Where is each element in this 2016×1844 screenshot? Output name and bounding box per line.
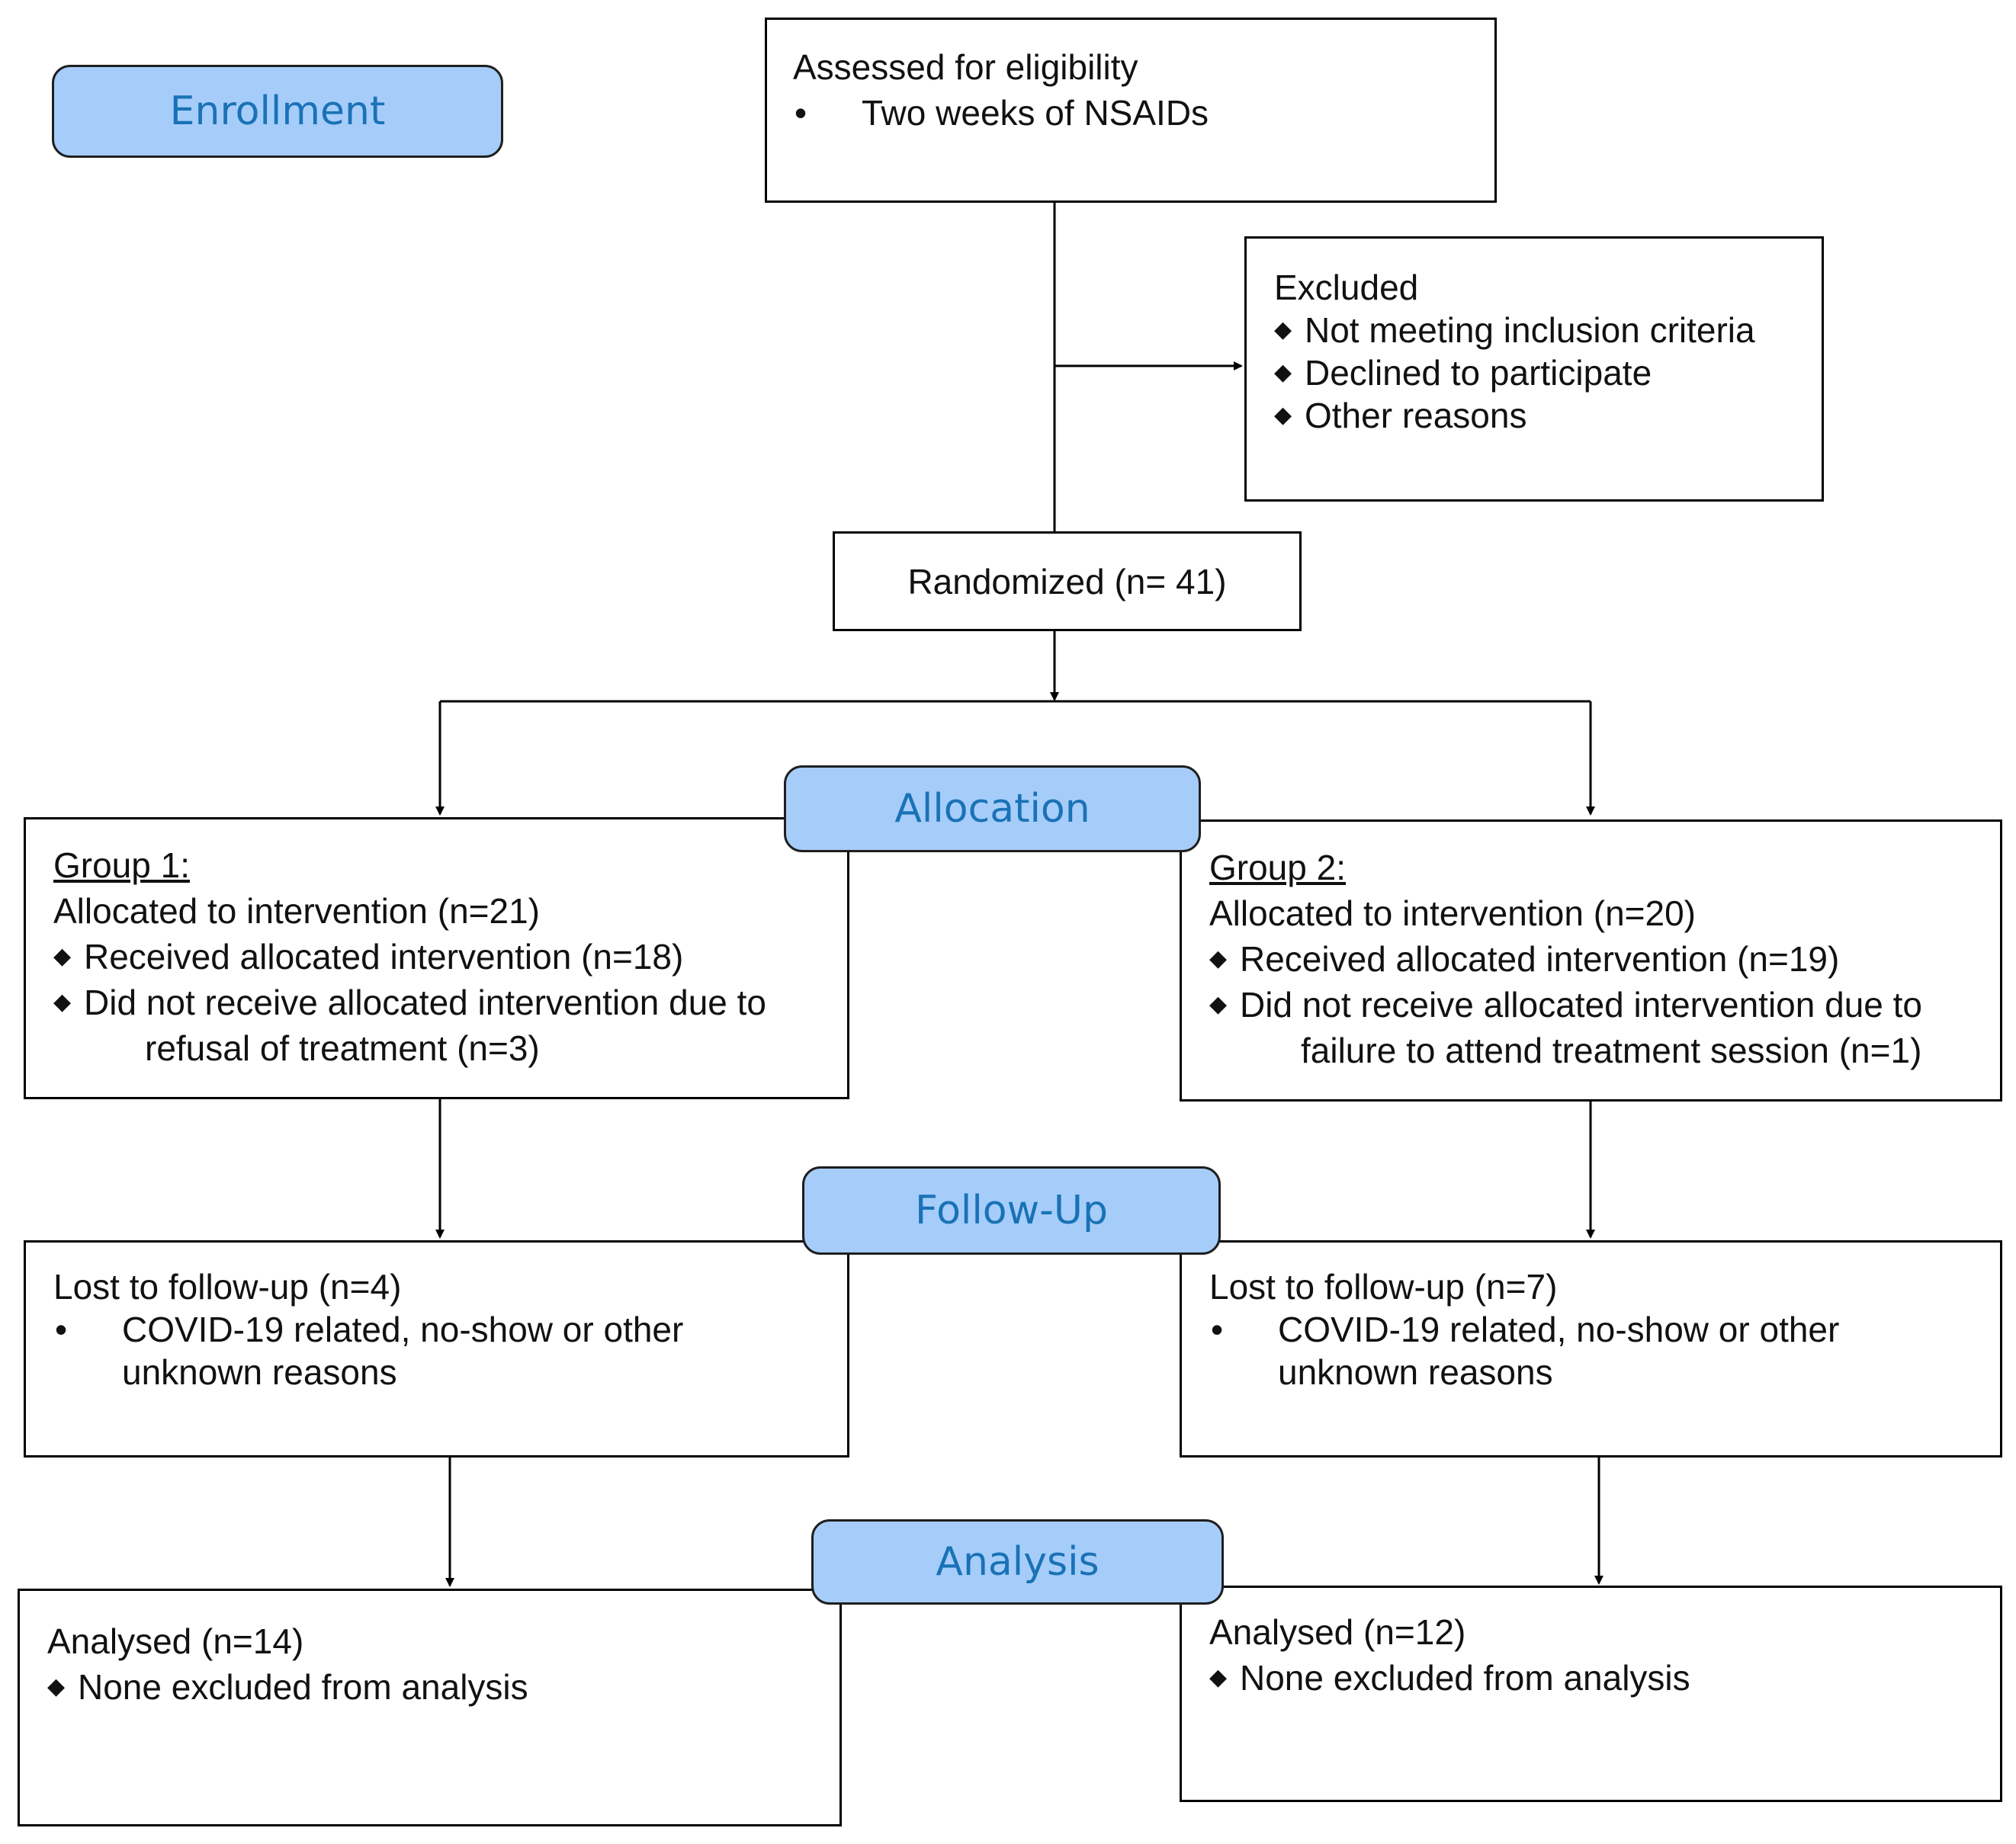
bullet-diamond-icon: ◆ [1209, 946, 1228, 971]
group1-received-text: Received allocated intervention (n=18) [84, 937, 684, 977]
group1-analysed: Analysed (n=14) [47, 1621, 304, 1661]
assessed-item: • Two weeks of NSAIDs [793, 90, 1494, 136]
group2-lost: Lost to follow-up (n=7) [1209, 1267, 1558, 1307]
bullet-dot-icon: • [55, 1310, 68, 1349]
group1-allocation-box: Group 1: Allocated to intervention (n=21… [24, 817, 849, 1099]
bullet-dot-icon: • [1211, 1310, 1224, 1349]
group1-not-received-cont: refusal of treatment (n=3) [145, 1028, 540, 1068]
group2-analysed-note-text: None excluded from analysis [1240, 1658, 1690, 1698]
group1-title: Group 1: [53, 845, 190, 885]
excluded-item-text: Declined to participate [1305, 353, 1652, 393]
bullet-diamond-icon: ◆ [1274, 360, 1292, 385]
group2-allocation-box: Group 2: Allocated to intervention (n=20… [1180, 819, 2002, 1102]
group1-lost: Lost to follow-up (n=4) [53, 1267, 402, 1307]
group2-received-item: ◆ Received allocated intervention (n=19) [1209, 936, 2000, 982]
randomized-box: Randomized (n= 41) [833, 531, 1302, 631]
group2-lost-reason: • COVID-19 related, no-show or other [1209, 1308, 2000, 1351]
group2-followup-box: Lost to follow-up (n=7) • COVID-19 relat… [1180, 1240, 2002, 1458]
stage-allocation-label: Allocation [894, 786, 1090, 832]
excluded-item-text: Not meeting inclusion criteria [1305, 310, 1755, 350]
group1-analysed-note: ◆ None excluded from analysis [47, 1664, 839, 1710]
excluded-item-text: Other reasons [1305, 396, 1527, 435]
group1-lost-reason: • COVID-19 related, no-show or other [53, 1308, 847, 1351]
group1-followup-box: Lost to follow-up (n=4) • COVID-19 relat… [24, 1240, 849, 1458]
group1-lost-reason-cont: unknown reasons [122, 1352, 397, 1392]
stage-enrollment: Enrollment [52, 65, 503, 158]
assessed-item-text: Two weeks of NSAIDs [862, 93, 1209, 133]
group2-not-received-item: ◆ Did not receive allocated intervention… [1209, 982, 2000, 1028]
group2-lost-reason-text: COVID-19 related, no-show or other [1278, 1310, 1840, 1349]
bullet-diamond-icon: ◆ [47, 1674, 66, 1699]
stage-allocation: Allocation [784, 765, 1201, 852]
assessed-box: Assessed for eligibility • Two weeks of … [765, 18, 1497, 203]
assessed-title: Assessed for eligibility [793, 47, 1138, 87]
excluded-item: ◆ Declined to participate [1274, 351, 1822, 394]
bullet-dot-icon: • [795, 93, 807, 133]
group2-lost-reason-cont: unknown reasons [1278, 1352, 1553, 1392]
randomized-label: Randomized (n= 41) [907, 561, 1227, 601]
group1-received-item: ◆ Received allocated intervention (n=18) [53, 934, 847, 980]
stage-analysis: Analysis [811, 1519, 1224, 1605]
group2-not-received-text: Did not receive allocated intervention d… [1240, 985, 1923, 1025]
excluded-title: Excluded [1274, 268, 1419, 307]
bullet-diamond-icon: ◆ [53, 989, 72, 1015]
group1-analysis-box: Analysed (n=14) ◆ None excluded from ana… [18, 1589, 842, 1826]
group2-analysis-box: Analysed (n=12) ◆ None excluded from ana… [1180, 1586, 2002, 1802]
stage-analysis-label: Analysis [936, 1539, 1099, 1585]
bullet-diamond-icon: ◆ [1209, 1665, 1228, 1690]
stage-followup: Follow-Up [802, 1166, 1221, 1255]
group1-allocated: Allocated to intervention (n=21) [53, 891, 541, 931]
group1-analysed-note-text: None excluded from analysis [78, 1667, 528, 1707]
group2-analysed: Analysed (n=12) [1209, 1612, 1466, 1652]
group1-not-received-text: Did not receive allocated intervention d… [84, 983, 767, 1022]
group1-lost-reason-text: COVID-19 related, no-show or other [122, 1310, 684, 1349]
group1-not-received-item: ◆ Did not receive allocated intervention… [53, 980, 847, 1025]
group2-title: Group 2: [1209, 848, 1346, 887]
group2-not-received-cont: failure to attend treatment session (n=1… [1301, 1031, 1922, 1070]
bullet-diamond-icon: ◆ [1274, 402, 1292, 428]
stage-enrollment-label: Enrollment [169, 88, 386, 134]
bullet-diamond-icon: ◆ [1274, 317, 1292, 342]
bullet-diamond-icon: ◆ [53, 944, 72, 969]
excluded-item: ◆ Not meeting inclusion criteria [1274, 309, 1822, 351]
group2-analysed-note: ◆ None excluded from analysis [1209, 1655, 2000, 1701]
group2-allocated: Allocated to intervention (n=20) [1209, 893, 1697, 933]
excluded-box: Excluded ◆ Not meeting inclusion criteri… [1244, 236, 1824, 502]
bullet-diamond-icon: ◆ [1209, 992, 1228, 1017]
stage-followup-label: Follow-Up [915, 1188, 1108, 1233]
excluded-item: ◆ Other reasons [1274, 394, 1822, 437]
group2-received-text: Received allocated intervention (n=19) [1240, 939, 1840, 979]
